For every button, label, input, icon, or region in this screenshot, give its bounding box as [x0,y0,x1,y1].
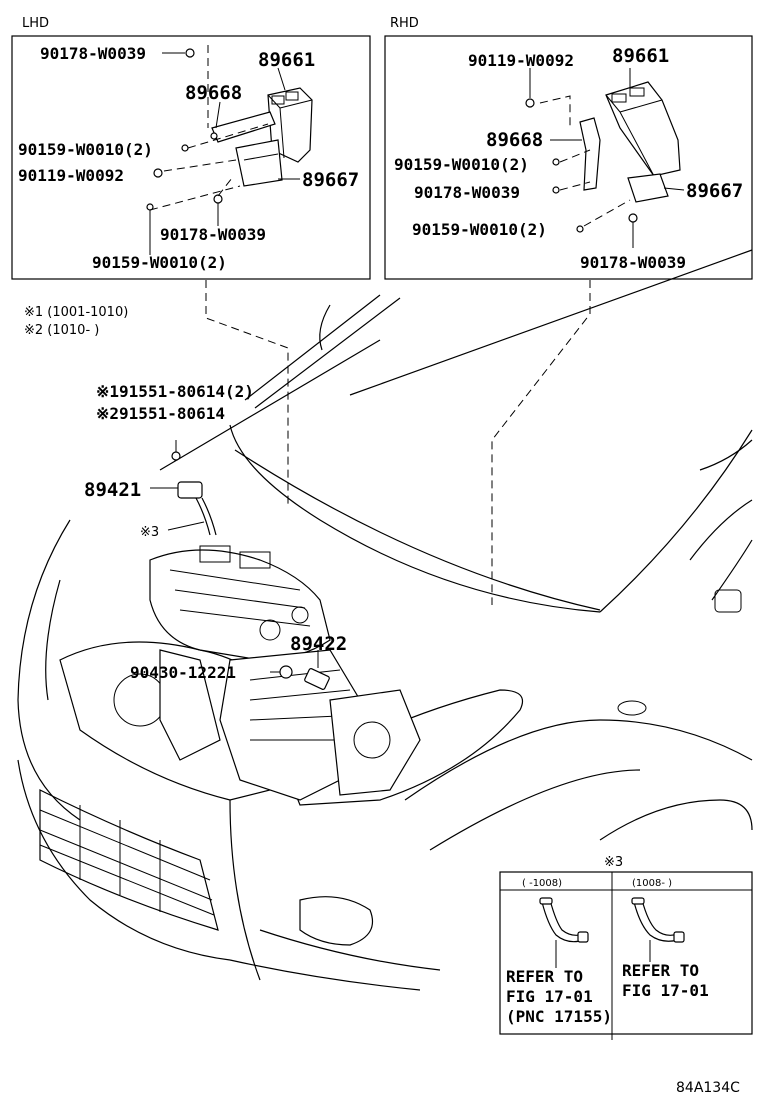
lhd-ecu-drawing [146,45,313,255]
label-sensor-bolt-1: ※191551-80614(2) [96,382,254,401]
rhd-panel-frame [384,35,753,280]
rhd-label-screw-b: 90159-W0010(2) [412,220,547,239]
inset-title: ※3 [604,855,623,870]
lhd-label-bracket-b: 89667 [302,169,359,191]
rhd-label-bracket: 89668 [486,129,543,151]
rhd-label-bolt-top: 90119-W0092 [468,51,574,70]
rhd-label-bolt-mid: 90178-W0039 [414,183,520,202]
lhd-panel-frame [11,35,371,280]
inset-hose-detail: ※3 ( -1008) (1008- ) REFER TO FIG 17-01 … [499,855,753,1040]
label-gasket: 90430-12221 [130,663,236,682]
lhd-label-bolt-bottom: 90178-W0039 [160,225,266,244]
figure-code: 84A134C [676,1080,740,1096]
sensor-89421-drawing [150,440,217,536]
note-2: ※2 (1010- ) [24,323,99,338]
rhd-panel: RHD [384,16,753,280]
lhd-label-bolt-left: 90119-W0092 [18,166,124,185]
lhd-panel-title: LHD [22,16,49,31]
rhd-ecu-drawing [525,68,685,248]
engine-block [149,545,421,801]
inset-col1-header: ( -1008) [522,878,562,889]
car-body-drawing [17,249,753,1021]
rhd-label-bracket-b: 89667 [686,180,743,202]
label-sensor-89422: 89422 [290,633,347,655]
rhd-label-bolt-bottom: 90178-W0039 [580,253,686,272]
rhd-label-screw-a: 90159-W0010(2) [394,155,529,174]
inset-col2-header: (1008- ) [632,878,672,889]
lhd-label-bracket: 89668 [185,82,242,104]
lhd-label-screw-a: 90159-W0010(2) [18,140,153,159]
label-sensor-bolt-2: ※291551-80614 [96,404,225,423]
lhd-label-bolt-top: 90178-W0039 [40,44,146,63]
lhd-panel: LHD [11,16,371,280]
label-hose-ref: ※3 [140,525,159,540]
inset-col2-line-2: FIG 17-01 [622,981,709,1000]
rhd-label-ecu: 89661 [612,45,669,67]
inset-col1-line-2: FIG 17-01 [506,987,593,1006]
label-sensor-89421: 89421 [84,479,141,501]
lhd-label-ecu: 89661 [258,49,315,71]
panel-connectors [205,280,591,605]
rhd-panel-title: RHD [390,16,419,31]
inset-col1-line-1: REFER TO [506,967,583,986]
inset-col1-line-3: (PNC 17155) [506,1007,612,1026]
inset-col2-line-1: REFER TO [622,961,699,980]
lhd-label-screw-bottom: 90159-W0010(2) [92,253,227,272]
note-1: ※1 (1001-1010) [24,305,128,320]
sensor-89422-drawing [270,650,330,690]
